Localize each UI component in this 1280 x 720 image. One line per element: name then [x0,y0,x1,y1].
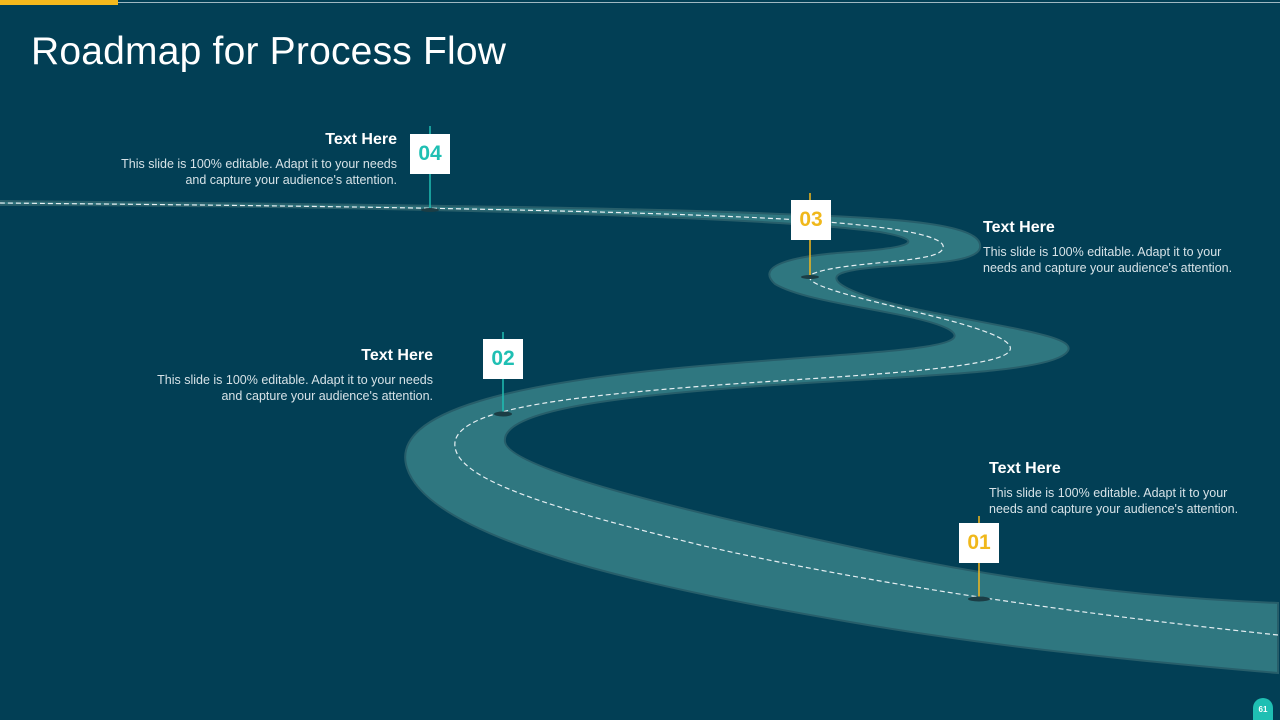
milestone-04-heading: Text Here [325,131,397,148]
milestone-02-description: This slide is 100% editable. Adapt it to… [157,373,433,403]
pole-base-03 [801,275,819,279]
milestone-04-badge: 04 [410,134,450,174]
top-divider-line [118,2,1280,3]
page-number: 61 [1253,698,1273,720]
pole-base-04 [421,208,439,212]
milestone-01-description: This slide is 100% editable. Adapt it to… [989,486,1239,516]
milestone-04-text: Text Here This slide is 100% editable. A… [107,131,397,188]
milestone-03-heading: Text Here [983,219,1055,236]
milestone-01-badge: 01 [959,523,999,563]
milestone-02-text: Text Here This slide is 100% editable. A… [143,347,433,404]
milestone-02-heading: Text Here [361,347,433,364]
slide-title: Roadmap for Process Flow [31,30,507,73]
milestone-02-badge: 02 [483,339,523,379]
top-accent-bar [0,0,118,5]
milestone-01-text: Text Here This slide is 100% editable. A… [989,460,1264,517]
road-center-line [0,202,1279,636]
pole-base-02 [494,411,512,417]
milestone-03-description: This slide is 100% editable. Adapt it to… [983,245,1233,275]
milestone-03-badge: 03 [791,200,831,240]
pole-base-01 [968,596,990,602]
milestone-03-text: Text Here This slide is 100% editable. A… [983,219,1258,276]
milestone-04-description: This slide is 100% editable. Adapt it to… [121,157,397,187]
milestone-01-heading: Text Here [989,460,1061,477]
road-shape [0,199,1279,675]
